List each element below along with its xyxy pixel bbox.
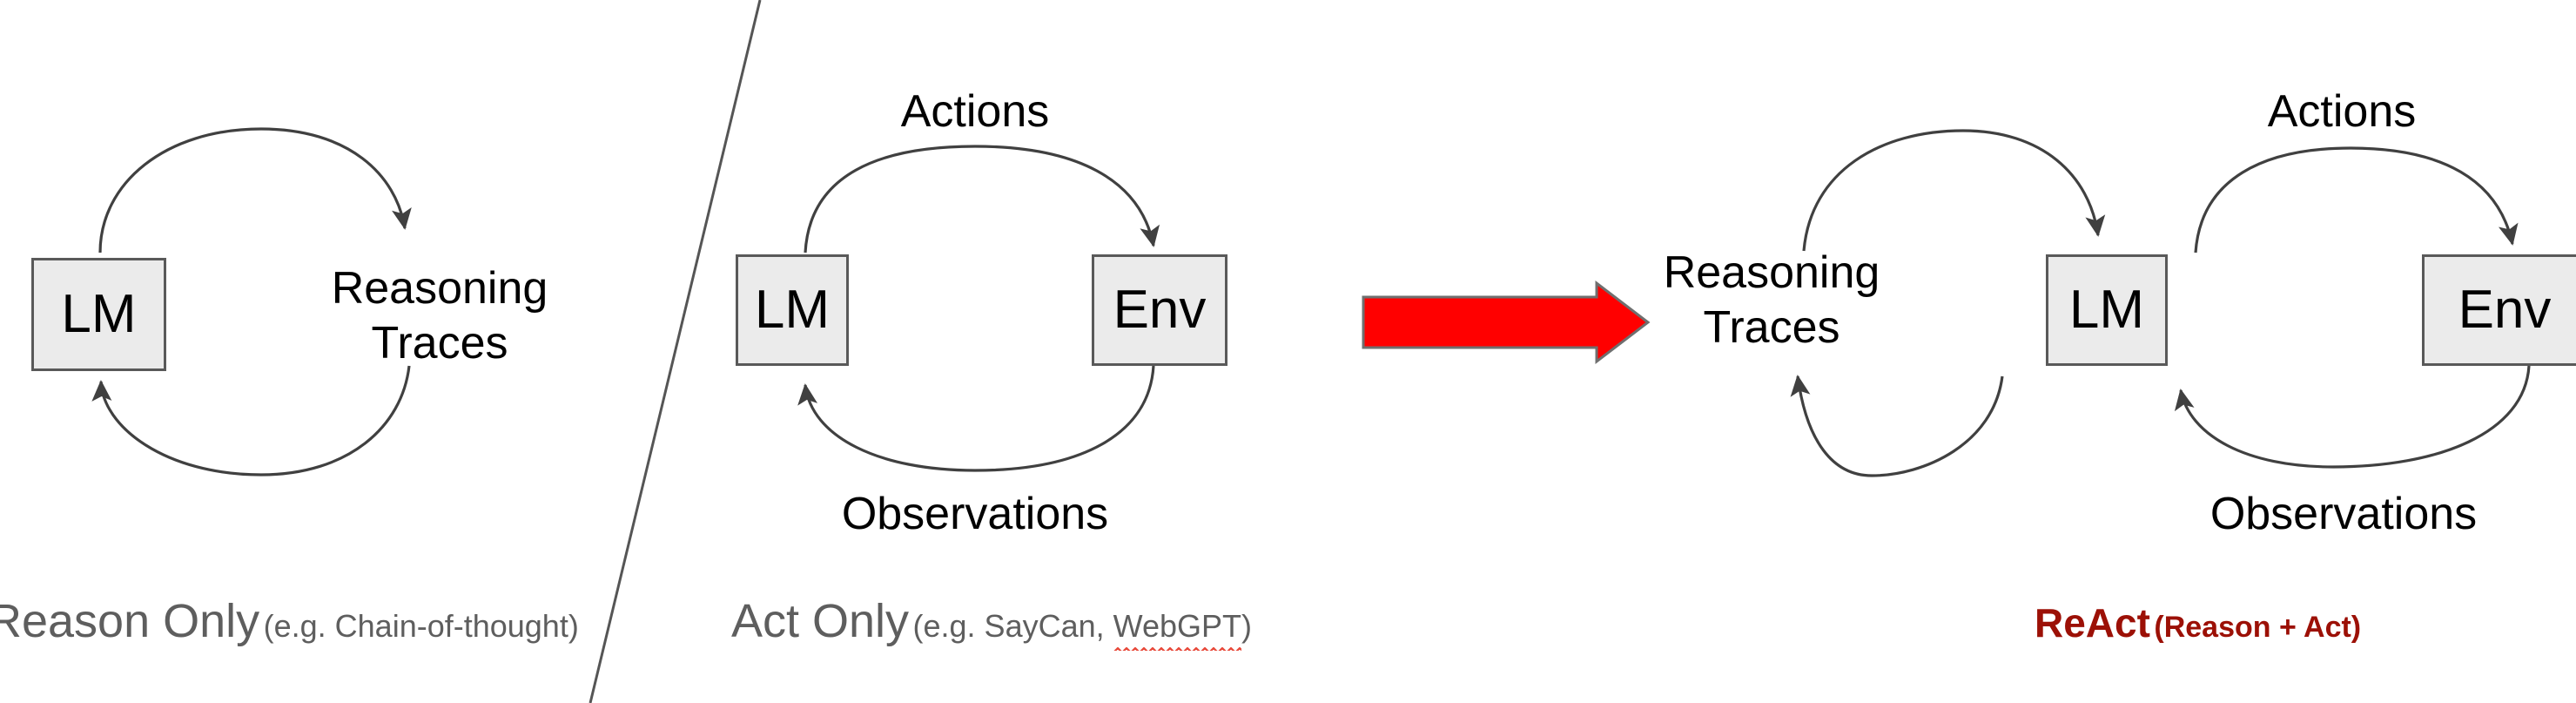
edge-observations-p2 xyxy=(797,365,1155,472)
caption-sub: (e.g. Chain-of-thought) xyxy=(263,608,579,644)
edge-label-line1: Actions xyxy=(900,86,1050,137)
node-env-panel2[interactable]: Env xyxy=(1092,254,1227,366)
edge-label-actions-panel3: Actions xyxy=(2233,85,2451,138)
node-label: LM xyxy=(61,284,137,344)
node-label: Env xyxy=(1113,280,1207,340)
node-label: LM xyxy=(754,280,831,340)
edge-label-line1: Actions xyxy=(2267,86,2417,137)
edge-actions-p2 xyxy=(804,145,1160,253)
node-lm-panel2[interactable]: LM xyxy=(736,254,849,366)
caption-panel-react: ReAct (Reason + Act) xyxy=(2035,603,2361,643)
edge-label-reasoning-traces-panel3: Reasoning Traces xyxy=(1658,246,1885,356)
node-env-panel3[interactable]: Env xyxy=(2422,254,2576,366)
edge-label-line2: Traces xyxy=(1703,302,1840,354)
edge-label-actions-panel2: Actions xyxy=(866,85,1084,138)
node-label: LM xyxy=(2068,280,2145,340)
edge-label-observations-panel2: Observations xyxy=(831,488,1119,540)
edge-actions-p3 xyxy=(2194,146,2519,253)
spellcheck-squiggle-icon xyxy=(1113,644,1242,651)
edge-label-observations-panel3: Observations xyxy=(2200,488,2487,540)
node-lm-panel1[interactable]: LM xyxy=(31,258,166,371)
node-lm-panel3[interactable]: LM xyxy=(2046,254,2168,366)
caption-main: Reason Only xyxy=(0,595,260,647)
caption-misspelled-word: WebGPT xyxy=(1113,608,1242,651)
edge-reason-traces-out-p1 xyxy=(98,127,412,253)
edge-observations-p3 xyxy=(2174,365,2531,469)
red-transition-arrow xyxy=(1362,280,1651,365)
caption-sub: (Reason + Act) xyxy=(2154,611,2362,644)
edge-label-line1: Reasoning xyxy=(331,263,548,314)
caption-sub-after: ) xyxy=(1241,608,1253,644)
caption-misspelled-text: WebGPT xyxy=(1113,608,1242,644)
caption-panel-act-only: Act Only (e.g. SayCan, WebGPT) xyxy=(731,595,1253,651)
caption-main: Act Only xyxy=(731,595,910,647)
edge-label-line2: Traces xyxy=(371,318,508,369)
edge-reason-traces-out-p3 xyxy=(1790,375,2004,477)
node-label: Env xyxy=(2458,280,2552,340)
caption-panel-reason-only: Reason Only (e.g. Chain-of-thought) xyxy=(0,598,579,645)
caption-main: ReAct xyxy=(2035,600,2150,646)
edge-reason-traces-in-p3 xyxy=(1802,129,2106,252)
edge-label-line1: Reasoning xyxy=(1663,247,1880,298)
edge-reason-traces-in-p1 xyxy=(91,365,411,477)
edge-label-reasoning-traces-panel1: Reasoning Traces xyxy=(331,261,548,372)
edge-label-line1: Observations xyxy=(841,489,1109,539)
caption-sub-before: (e.g. SayCan, xyxy=(912,608,1113,644)
panel-divider-line xyxy=(589,0,762,703)
edge-label-line1: Observations xyxy=(2209,489,2478,539)
